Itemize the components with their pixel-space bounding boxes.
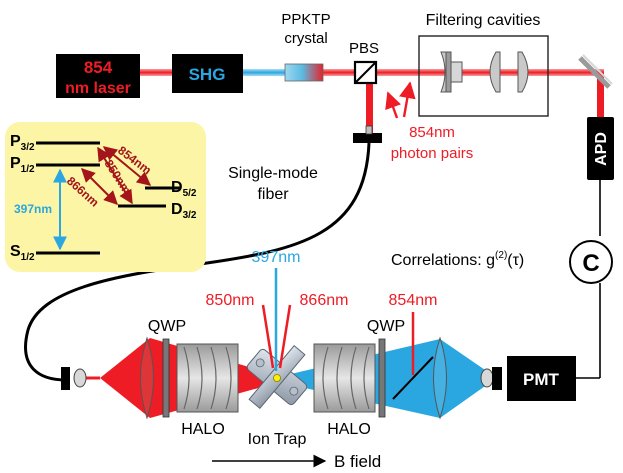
transition-866-arrow — [81, 168, 118, 205]
apd-label: APD — [593, 132, 610, 166]
cavity-1-mirrors — [440, 51, 463, 93]
cavity-2-mirrors — [489, 51, 529, 93]
beam-397-label: 397nm — [252, 249, 301, 266]
fold-mirror — [578, 54, 613, 89]
blue-beam-segment — [243, 69, 285, 76]
ion-trap-label: Ion Trap — [248, 431, 307, 448]
laser-label-line2: nm laser — [65, 80, 131, 97]
halo-right-objective: HALO — [313, 343, 376, 438]
label-s12: S1/2 — [10, 243, 35, 263]
shg-label: SHG — [189, 65, 226, 84]
correlator-label: C — [582, 250, 599, 277]
beam-850 — [261, 304, 275, 369]
crystal-block — [284, 63, 324, 82]
energy-level-scheme: P3/2 P1/2 D5/2 D3/2 S1/2 397nm 854nm 850… — [5, 122, 206, 272]
shg-block — [172, 54, 243, 93]
crystal-label-line2: crystal — [284, 30, 327, 47]
halo-left-objective: HALO — [176, 343, 239, 438]
dichroic-mirror — [392, 356, 434, 400]
filtering-cavities: Filtering cavities — [418, 12, 549, 117]
qwp-right-plate — [378, 338, 386, 418]
shg-box: SHG — [172, 54, 243, 93]
ion-trap: Ion Trap — [246, 344, 308, 448]
red-beam-to-fiber — [366, 82, 373, 134]
beam-854-label: 854nm — [389, 292, 438, 309]
correlations-label: Correlations: g(2)(τ) — [391, 250, 524, 269]
beam-850-label: 850nm — [206, 292, 255, 309]
halo-right-label: HALO — [327, 421, 371, 438]
transition-397-label: 397nm — [14, 202, 52, 216]
pbs-cube: PBS — [349, 40, 379, 85]
excitation-beams: 397nm 850nm 866nm 854nm — [206, 249, 438, 400]
red-beam-to-mirror — [322, 69, 604, 76]
mirror-plate — [578, 56, 611, 89]
laser-854: 854 nm laser — [56, 54, 140, 98]
crystal-label-line1: PPKTP — [281, 11, 330, 28]
qwp-right: QWP — [367, 318, 405, 418]
pmt-box — [507, 356, 576, 401]
laser-box — [56, 54, 140, 98]
qwp-left-plate — [162, 338, 170, 418]
pmt-label: PMT — [523, 370, 560, 389]
filtering-box — [418, 35, 549, 117]
beam-866 — [278, 304, 292, 369]
trapped-ion — [273, 374, 281, 382]
label-p32: P3/2 — [10, 133, 35, 153]
photon-pairs-line2: photon pairs — [391, 145, 474, 162]
qwp-right-label: QWP — [367, 318, 405, 335]
correlator: Correlations: g(2)(τ) C — [391, 240, 613, 379]
ppktp-crystal: PPKTP crystal — [281, 11, 331, 82]
collimating-lenses — [140, 336, 447, 420]
single-mode-fiber — [24, 142, 371, 382]
qwp-left-label: QWP — [148, 318, 186, 335]
fiber-label-line1: Single-mode — [228, 165, 318, 182]
top-beam-path — [138, 69, 604, 134]
b-field-indicator: B field — [212, 452, 381, 471]
correlator-circle — [569, 240, 613, 284]
photon-pairs-line1: 854nm — [409, 124, 455, 141]
red-beam-segment — [138, 69, 172, 76]
level-scheme-background — [5, 122, 206, 272]
red-beam-to-apd — [597, 72, 604, 118]
fiber-coupler-bottom — [61, 367, 87, 390]
apd-box — [587, 117, 614, 180]
label-p12: P1/2 — [10, 155, 35, 175]
label-d52: D5/2 — [171, 179, 197, 199]
beam-866-label: 866nm — [300, 292, 349, 309]
qwp-left: QWP — [148, 318, 186, 418]
halo-left-label: HALO — [181, 421, 225, 438]
fiber-coupler-top — [353, 125, 382, 143]
pbs-label: PBS — [349, 40, 379, 57]
apd-detector: APD — [587, 117, 614, 236]
photon-pairs-annotation: 854nm photon pairs — [385, 81, 474, 162]
b-field-label: B field — [334, 452, 381, 471]
filtering-label: Filtering cavities — [426, 12, 541, 29]
pmt-detector: PMT — [480, 356, 576, 401]
laser-label-line1: 854 — [84, 58, 113, 77]
fiber-label-line2: fiber — [257, 186, 289, 203]
label-d32: D3/2 — [171, 201, 197, 221]
pbs-diagonal — [354, 61, 377, 84]
